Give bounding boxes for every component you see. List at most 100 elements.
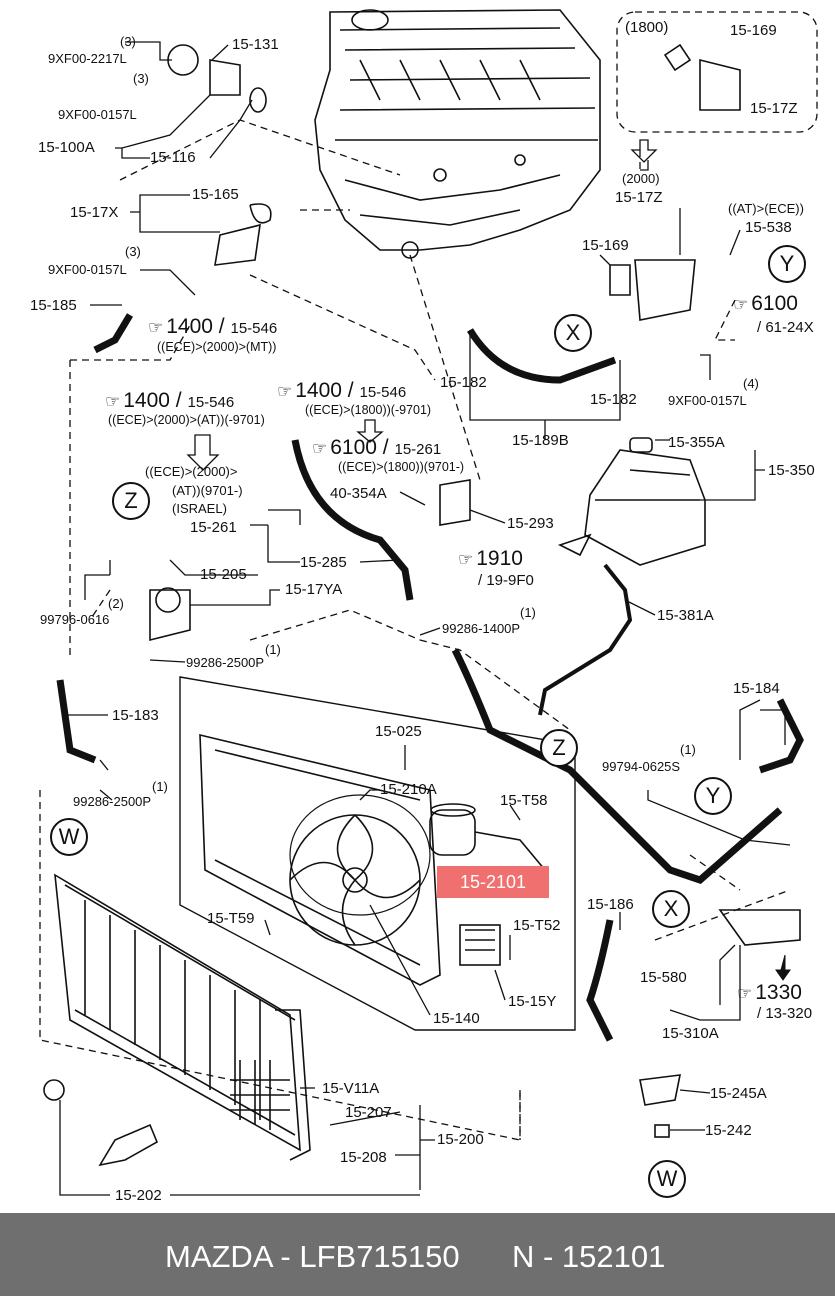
pointing-hand-icon: ☞ bbox=[733, 295, 749, 314]
label-99286-1400p: 99286-1400P bbox=[442, 621, 521, 636]
label-15-261: 15-261 bbox=[190, 519, 237, 536]
label-40-354a: 40-354A bbox=[330, 485, 387, 502]
callout-w-right[interactable]: W bbox=[648, 1160, 686, 1198]
footer-part-number: MAZDA - LFB715150 bbox=[165, 1239, 460, 1274]
fan-shroud bbox=[199, 733, 441, 986]
label-99286-2500p-a: 99286-2500P bbox=[186, 655, 265, 670]
ref-1400-a[interactable]: ☞1400 / 15-546 bbox=[148, 315, 278, 338]
callout-y-bottom[interactable]: Y bbox=[694, 777, 732, 815]
engine-block bbox=[314, 9, 601, 259]
label-15-285: 15-285 bbox=[300, 554, 347, 571]
qty-1d: (1) bbox=[680, 742, 696, 757]
radiator bbox=[54, 873, 311, 1161]
label-15-350: 15-350 bbox=[768, 462, 815, 479]
footer-bar: MAZDA - LFB715150 N - 152101 bbox=[0, 1213, 835, 1296]
label-15-210a: 15-210A bbox=[380, 781, 437, 798]
ref-1400-b-note: ((ECE)>(2000)>(AT))(-9701) bbox=[108, 413, 265, 427]
ref-1400-b[interactable]: ☞1400 / 15-546 bbox=[105, 389, 235, 412]
callout-z-left[interactable]: Z bbox=[112, 482, 150, 520]
label-15-355a: 15-355A bbox=[668, 434, 725, 451]
ref-1330[interactable]: ☞1330 bbox=[737, 981, 802, 1004]
variant-1800-box bbox=[616, 11, 818, 133]
pointing-hand-icon: ☞ bbox=[148, 318, 164, 337]
coolant-reservoir bbox=[538, 437, 706, 716]
bypass-pipe bbox=[149, 589, 191, 642]
label-99286-2500p-b: 99286-2500P bbox=[73, 794, 152, 809]
qty-3a: (3) bbox=[120, 34, 136, 49]
pointing-hand-icon: ☞ bbox=[105, 392, 121, 411]
callout-w-left[interactable]: W bbox=[50, 818, 88, 856]
label-9xf00-0157l-c: 9XF00-0157L bbox=[668, 393, 747, 408]
fan-assembly-box bbox=[179, 676, 576, 1031]
qty-3b: (3) bbox=[133, 71, 149, 86]
solid-leaders bbox=[59, 41, 791, 1196]
label-15-t59: 15-T59 bbox=[207, 910, 255, 927]
ref-6100-b[interactable]: ☞6100 bbox=[733, 292, 798, 315]
label-15-t58: 15-T58 bbox=[500, 792, 548, 809]
label-15-100a: 15-100A bbox=[38, 139, 95, 156]
label-15-538: 15-538 bbox=[745, 219, 792, 236]
label-15-17z-b: 15-17Z bbox=[615, 189, 663, 206]
label-15-t52: 15-T52 bbox=[513, 917, 561, 934]
label-15-245a: 15-245A bbox=[710, 1085, 767, 1102]
qty-1b: (1) bbox=[265, 642, 281, 657]
label-15-381a: 15-381A bbox=[657, 607, 714, 624]
label-15-185: 15-185 bbox=[30, 297, 77, 314]
qty-1a: (1) bbox=[520, 605, 536, 620]
label-15-17z-a: 15-17Z bbox=[750, 100, 798, 117]
label-15-116: 15-116 bbox=[150, 149, 196, 166]
label-15-183: 15-183 bbox=[112, 707, 159, 724]
thermostat-housing bbox=[214, 223, 261, 266]
label-15-131: 15-131 bbox=[232, 36, 279, 53]
label-15-182a: 15-182 bbox=[440, 374, 487, 391]
label-99796-0616: 99796-0616 bbox=[40, 612, 110, 627]
qty-4: (4) bbox=[743, 376, 759, 391]
label-15-580: 15-580 bbox=[640, 969, 687, 986]
label-15-189b: 15-189B bbox=[512, 432, 569, 449]
label-15-200: 15-200 bbox=[437, 1131, 484, 1148]
label-15-205: 15-205 bbox=[200, 566, 247, 583]
ref-6100-a[interactable]: ☞6100 / 15-261 bbox=[312, 436, 442, 459]
hoses bbox=[56, 313, 804, 1042]
label-15-208: 15-208 bbox=[340, 1149, 387, 1166]
label-9xf00-0157l-a: 9XF00-0157L bbox=[58, 107, 137, 122]
water-outlet bbox=[634, 259, 696, 321]
label-15-17ya: 15-17YA bbox=[285, 581, 343, 598]
label-15-186: 15-186 bbox=[587, 896, 634, 913]
label-15-140: 15-140 bbox=[433, 1010, 480, 1027]
ref-6100-a-note: ((ECE)>(1800))(9701-) bbox=[338, 460, 465, 474]
label-15-169b: 15-169 bbox=[582, 237, 629, 254]
label-15-182b: 15-182 bbox=[590, 391, 637, 408]
qty-3c: (3) bbox=[125, 244, 141, 259]
ref-1910[interactable]: ☞1910 bbox=[458, 547, 523, 570]
ref-1910-sub: / 19-9F0 bbox=[478, 572, 534, 589]
qty-2: (2) bbox=[108, 596, 124, 611]
note-at-ece: ((AT)>(ECE)) bbox=[728, 201, 804, 216]
label-15-v11a: 15-V11A bbox=[322, 1080, 380, 1097]
label-15-293: 15-293 bbox=[507, 515, 554, 532]
ref-1400-a-note: ((ECE)>(2000)>(MT)) bbox=[157, 340, 277, 354]
label-15-184: 15-184 bbox=[733, 680, 780, 697]
label-15-202: 15-202 bbox=[115, 1187, 162, 1204]
note-ece-line2: (AT))(9701-) bbox=[172, 483, 243, 498]
callout-x-bottom[interactable]: X bbox=[652, 890, 690, 928]
ref-1400-c[interactable]: ☞1400 / 15-546 bbox=[277, 379, 407, 402]
cooling-system-diagram bbox=[39, 9, 818, 1196]
pointing-hand-icon: ☞ bbox=[458, 550, 474, 569]
variant-2000: (2000) bbox=[622, 171, 660, 186]
ref-1400-c-note: ((ECE)>(1800))(-9701) bbox=[305, 403, 432, 417]
label-15-17x: 15-17X bbox=[70, 204, 119, 221]
callout-z-right[interactable]: Z bbox=[540, 729, 578, 767]
highlighted-part-15-2101[interactable]: 15-2101 bbox=[437, 866, 549, 898]
variant-1800: (1800) bbox=[625, 19, 669, 36]
footer-ref-number: N - 152101 bbox=[512, 1239, 666, 1274]
callout-x-top[interactable]: X bbox=[554, 314, 592, 352]
label-9xf00-0157l-b: 9XF00-0157L bbox=[48, 262, 127, 277]
pointing-hand-icon: ☞ bbox=[737, 984, 753, 1003]
label-15-165: 15-165 bbox=[192, 186, 239, 203]
mount-bushing bbox=[43, 1079, 65, 1101]
label-15-169a: 15-169 bbox=[730, 22, 777, 39]
callout-y-top[interactable]: Y bbox=[768, 245, 806, 283]
label-15-025: 15-025 bbox=[375, 723, 422, 740]
ref-6100-b-sub: / 61-24X bbox=[757, 319, 814, 336]
